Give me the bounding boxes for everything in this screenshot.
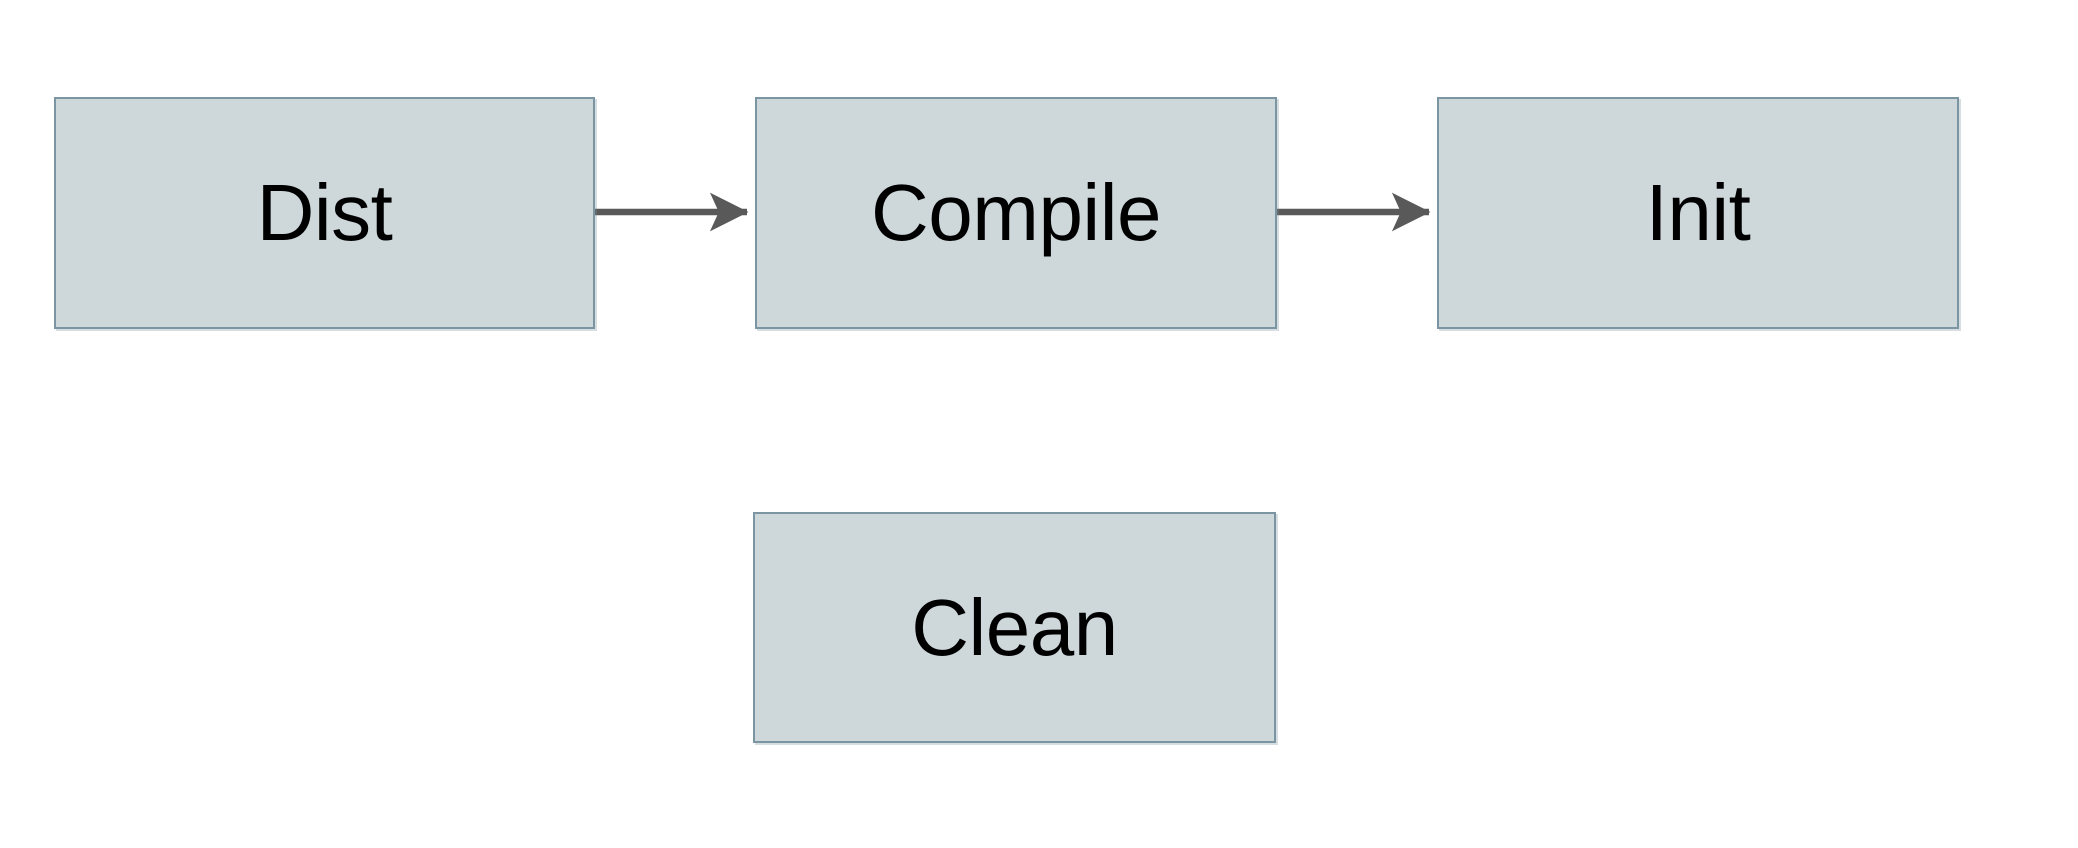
node-init[interactable]: Init <box>1437 97 1959 329</box>
node-init-label: Init <box>1645 168 1751 257</box>
node-compile-label: Compile <box>871 168 1161 257</box>
node-dist[interactable]: Dist <box>54 97 595 329</box>
node-compile[interactable]: Compile <box>755 97 1277 329</box>
node-clean[interactable]: Clean <box>753 512 1276 743</box>
node-clean-label: Clean <box>911 582 1118 672</box>
node-dist-label: Dist <box>256 168 393 257</box>
